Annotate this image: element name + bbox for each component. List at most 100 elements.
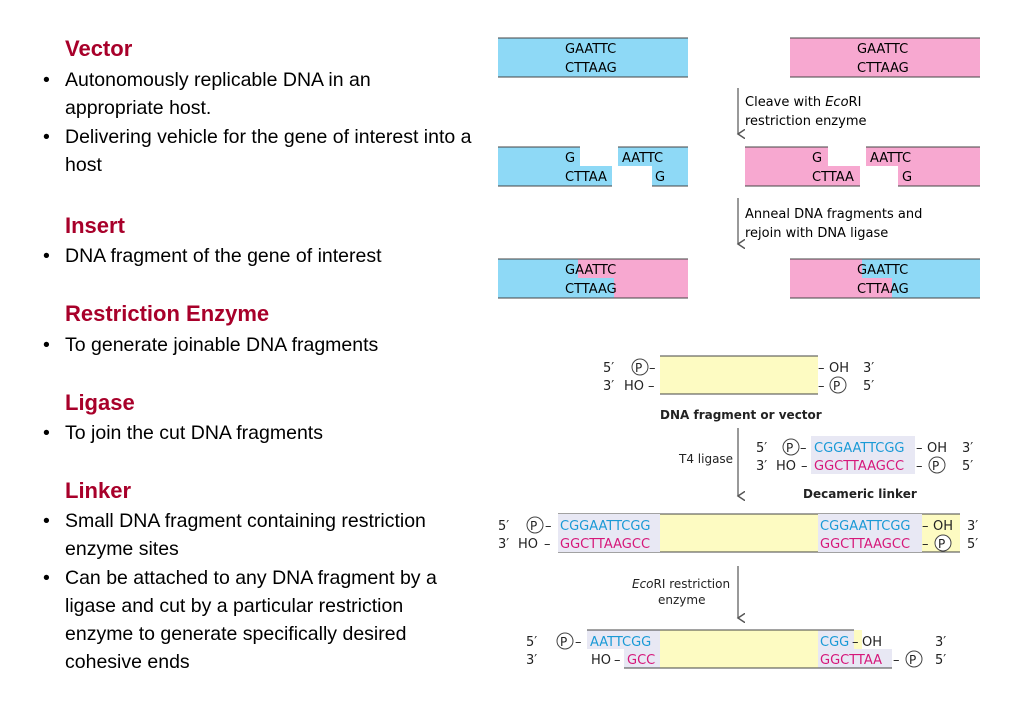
bullet-text: Autonomously replicable DNA in an approp… [65, 69, 371, 119]
linker-caption: Decameric linker [803, 487, 917, 501]
seq-ctta: CTTA [565, 282, 598, 297]
dash: – [575, 635, 582, 650]
vector-bullet-2: • Delivering vehicle for the gene of int… [43, 123, 473, 179]
linker-top-strand: CGGAATTCGG [820, 519, 910, 534]
seq-aatt: AATT [575, 263, 608, 278]
phosphate-label: P [833, 379, 840, 393]
label-ho: HO [624, 379, 644, 394]
bullet-mark: • [43, 567, 50, 589]
label-3prime: 3′ [526, 653, 537, 668]
dash: – [916, 459, 923, 474]
seq-aatt: AATT [867, 263, 900, 278]
bullet-text: To generate joinable DNA fragments [65, 334, 379, 356]
step2-text-2: rejoin with DNA ligase [745, 226, 888, 241]
label-oh: OH [933, 519, 953, 534]
dash: – [893, 653, 900, 668]
enzyme-bullet-1: • To generate joinable DNA fragments [43, 331, 473, 359]
label-3prime: 3′ [863, 361, 874, 376]
ligase-heading: Ligase [65, 390, 135, 415]
restriction-enzyme-heading: Restriction Enzyme [65, 301, 270, 326]
bullet-text: To join the cut DNA fragments [65, 422, 323, 444]
insert-dna-block [790, 38, 980, 77]
label-3prime: 3′ [603, 379, 614, 394]
cut-bottom-left: GCC [627, 653, 655, 668]
label-ho: HO [776, 459, 796, 474]
phosphate-label: P [932, 459, 939, 473]
label-5prime: 5′ [498, 519, 509, 534]
svg-text:CTTAAG: CTTAAG [857, 282, 909, 297]
insert-left-fragment [745, 147, 860, 186]
dash: – [545, 519, 552, 534]
dash: – [818, 379, 825, 394]
ecori-ligation-diagram: GAATTC CTTAAG GAATTC CTTAAG Cleave with … [498, 37, 980, 299]
bullet-mark: • [43, 69, 50, 91]
label-ho: HO [518, 537, 538, 552]
svg-text:Cleave with EcoRI: Cleave with EcoRI [745, 95, 861, 110]
bullet-mark: • [43, 245, 50, 267]
seq-c: C [607, 263, 616, 278]
linker-bottom-strand: GGCTTAAGCC [820, 537, 910, 552]
label-5prime: 5′ [967, 537, 978, 552]
svg-text:CTTAAG: CTTAAG [565, 282, 617, 297]
phosphate-label: P [909, 653, 916, 667]
dash: – [916, 441, 923, 456]
step2-text: Anneal DNA fragments and [745, 207, 922, 222]
bullet-text: Small DNA fragment containing restrictio… [65, 510, 426, 560]
seq-ag: AG [890, 282, 909, 297]
svg-text:EcoRI restriction: EcoRI restriction [632, 577, 730, 591]
dash: – [648, 379, 655, 394]
t4-ligase-label: T4 ligase [678, 452, 733, 466]
label-3prime: 3′ [498, 537, 509, 552]
dash: – [614, 653, 621, 668]
seq-ctta: CTTA [857, 282, 890, 297]
fragment-caption: DNA fragment or vector [660, 408, 822, 422]
seq-gaattc: GAATTC [857, 42, 908, 57]
svg-text:GAATTC: GAATTC [857, 263, 908, 278]
label-ho: HO [591, 653, 611, 668]
dash: – [649, 361, 656, 376]
dna-fragment-block [660, 356, 818, 394]
label-5prime: 5′ [603, 361, 614, 376]
insert-bullet-1: • DNA fragment of the gene of interest [43, 242, 473, 270]
insert-heading: Insert [65, 213, 125, 238]
phosphate-label: P [530, 519, 537, 533]
linker-bullet-1: • Small DNA fragment containing restrict… [43, 507, 473, 563]
dash: – [800, 441, 807, 456]
vector-dna-block [498, 38, 688, 77]
seq-gaattc: GAATTC [565, 42, 616, 57]
seq-g: G [655, 170, 665, 185]
step1-eco: Eco [825, 95, 848, 110]
bullet-text: Delivering vehicle for the gene of inter… [65, 126, 472, 176]
cut-bottom-right: GGCTTAA [820, 653, 882, 668]
label-oh: OH [862, 635, 882, 650]
bullet-mark: • [43, 510, 50, 532]
seq-aattc: AATTC [870, 151, 911, 166]
seq-g: G [565, 263, 575, 278]
eco-label: RI restriction [654, 577, 731, 591]
bullet-mark: • [43, 422, 50, 444]
linker-top-strand: CGGAATTCGG [560, 519, 650, 534]
vector-bullet-1: • Autonomously replicable DNA in an appr… [43, 66, 473, 122]
label-5prime: 5′ [962, 459, 973, 474]
linker-top-strand: CGGAATTCGG [814, 441, 904, 456]
seq-cttaa: CTTAA [565, 170, 607, 185]
bullet-mark: • [43, 126, 50, 148]
vector-left-fragment [498, 147, 612, 186]
linker-bottom-strand: GGCTTAAGCC [560, 537, 650, 552]
step1-text-2: restriction enzyme [745, 114, 866, 129]
dash: – [922, 519, 929, 534]
dash: – [544, 537, 551, 552]
label-5prime: 5′ [935, 653, 946, 668]
label-3prime: 3′ [962, 441, 973, 456]
label-5prime: 5′ [526, 635, 537, 650]
phosphate-label: P [560, 635, 567, 649]
dash: – [818, 361, 825, 376]
insert-right-fragment [866, 147, 980, 186]
dash: – [801, 459, 808, 474]
seq-cttaa: CTTAA [812, 170, 854, 185]
vector-right-fragment [618, 147, 688, 186]
label-3prime: 3′ [967, 519, 978, 534]
svg-text:GAATTC: GAATTC [565, 263, 616, 278]
label-5prime: 5′ [863, 379, 874, 394]
cut-top-right: CGG [820, 635, 849, 650]
